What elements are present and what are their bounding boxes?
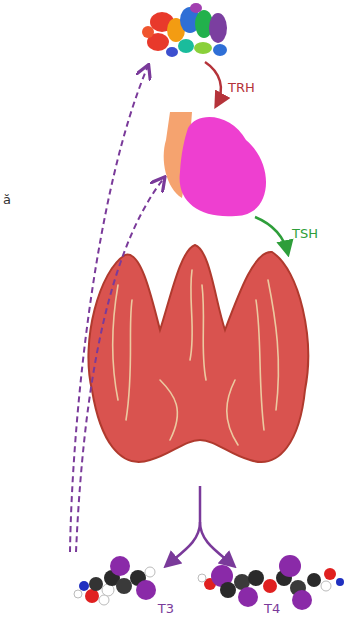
- stray-text: ă: [3, 192, 11, 208]
- tsh-arrow: [255, 217, 288, 254]
- hypothalamus: [142, 3, 227, 57]
- hormone-node: T4: [190, 550, 350, 618]
- trh-arrow: [205, 62, 221, 106]
- hormone-label: TRH: [228, 80, 255, 96]
- hormone-name: T3: [158, 601, 174, 617]
- hormone-name: T4: [264, 601, 280, 617]
- hormone-label: TSH: [292, 226, 318, 242]
- thyroid-gland: [88, 245, 308, 462]
- pituitary: [164, 112, 266, 216]
- t3-molecule: [74, 556, 156, 605]
- hormone-node: T3: [66, 550, 178, 618]
- output-arrows: [166, 486, 234, 566]
- feedback-lines: [70, 66, 164, 552]
